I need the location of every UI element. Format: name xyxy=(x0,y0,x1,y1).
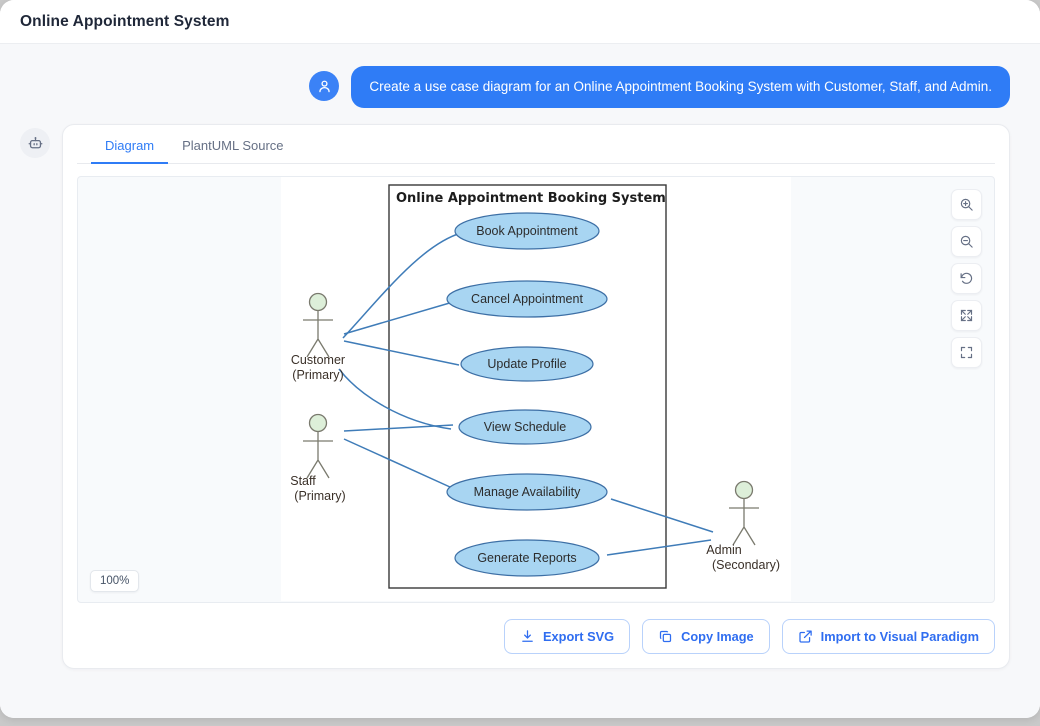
actor-name: Customer xyxy=(291,353,345,367)
link-staff-availability xyxy=(343,438,462,493)
system-boundary-label: Online Appointment Booking System xyxy=(396,191,666,206)
fullscreen-icon xyxy=(960,347,973,359)
use-case-diagram-svg: Online Appointment Booking System xyxy=(290,184,780,589)
link-customer-book xyxy=(342,232,462,339)
copy-image-button[interactable]: Copy Image xyxy=(642,619,770,655)
tab-bar: Diagram PlantUML Source xyxy=(77,125,995,165)
export-svg-label: Export SVG xyxy=(543,629,615,645)
actor-staff[interactable]: Staff (Primary) xyxy=(290,414,346,504)
page-title: Online Appointment System xyxy=(20,12,230,30)
system-boundary-rect xyxy=(388,184,667,589)
copy-image-label: Copy Image xyxy=(681,629,754,645)
actor-admin[interactable]: Admin (Secondary) xyxy=(706,481,780,573)
user-avatar xyxy=(309,71,340,101)
actor-customer[interactable]: Customer (Primary) xyxy=(291,293,345,383)
action-bar: Export SVG Copy Image xyxy=(63,603,1009,655)
copy-icon xyxy=(659,631,672,643)
download-icon xyxy=(522,630,533,643)
use-case-label: Generate Reports xyxy=(477,551,576,565)
import-visual-paradigm-button[interactable]: Import to Visual Paradigm xyxy=(781,619,995,655)
use-case-label: Cancel Appointment xyxy=(471,292,583,306)
actor-name: Staff xyxy=(290,474,316,488)
reset-rotate-icon xyxy=(960,272,973,285)
zoom-level-badge: 100% xyxy=(90,570,140,593)
use-case-label: Manage Availability xyxy=(474,485,582,499)
use-case-update-profile[interactable]: Update Profile xyxy=(460,346,594,382)
link-staff-schedule xyxy=(343,424,454,432)
link-customer-schedule xyxy=(338,368,452,430)
use-case-generate-reports[interactable]: Generate Reports xyxy=(454,539,600,577)
use-case-cancel-appointment[interactable]: Cancel Appointment xyxy=(446,280,608,318)
zoom-out-button[interactable] xyxy=(951,226,982,258)
fit-screen-icon xyxy=(960,310,973,322)
link-admin-availability xyxy=(610,498,714,533)
use-case-book-appointment[interactable]: Book Appointment xyxy=(454,212,600,250)
association-links xyxy=(338,232,714,556)
tab-diagram[interactable]: Diagram xyxy=(91,125,169,165)
actor-role: (Primary) xyxy=(292,368,343,382)
diagram-card: Diagram PlantUML Source Online Appointme… xyxy=(62,124,1010,670)
use-case-label: Update Profile xyxy=(487,357,566,371)
user-message-row: Create a use case diagram for an Online … xyxy=(0,44,1040,109)
app-body: Create a use case diagram for an Online … xyxy=(0,44,1040,718)
assistant-avatar xyxy=(20,128,50,159)
robot-icon xyxy=(28,136,42,149)
reset-view-button[interactable] xyxy=(951,263,982,295)
import-visual-paradigm-label: Import to Visual Paradigm xyxy=(820,629,979,645)
fit-screen-button[interactable] xyxy=(951,300,982,332)
tab-plantuml-source[interactable]: PlantUML Source xyxy=(182,138,284,154)
link-customer-profile xyxy=(343,340,460,366)
diagram-canvas[interactable]: Online Appointment Booking System xyxy=(77,176,995,604)
export-svg-button[interactable]: Export SVG xyxy=(504,619,631,655)
link-customer-cancel xyxy=(343,301,454,335)
use-case-label: Book Appointment xyxy=(476,224,578,238)
actor-role: (Primary) xyxy=(294,489,345,503)
actor-role: (Secondary) xyxy=(712,558,780,572)
zoom-toolbar xyxy=(951,189,982,369)
use-case-label: View Schedule xyxy=(484,420,567,434)
use-case-manage-availability[interactable]: Manage Availability xyxy=(446,473,608,511)
zoom-in-button[interactable] xyxy=(951,189,982,221)
assistant-message-row: Diagram PlantUML Source Online Appointme… xyxy=(0,108,1040,670)
fullscreen-button[interactable] xyxy=(951,337,982,369)
link-admin-reports xyxy=(606,539,712,556)
app-header: Online Appointment System xyxy=(0,0,1040,44)
user-message-bubble: Create a use case diagram for an Online … xyxy=(351,66,1010,109)
zoom-in-icon xyxy=(960,199,973,211)
use-case-view-schedule[interactable]: View Schedule xyxy=(458,409,592,445)
zoom-out-icon xyxy=(960,236,973,248)
diagram-svg-holder: Online Appointment Booking System xyxy=(281,177,791,602)
external-link-icon xyxy=(799,630,812,643)
actor-name: Admin xyxy=(706,543,741,557)
use-case-nodes: Book Appointment Cancel Appointment Upda… xyxy=(446,212,608,577)
user-icon xyxy=(319,80,330,92)
